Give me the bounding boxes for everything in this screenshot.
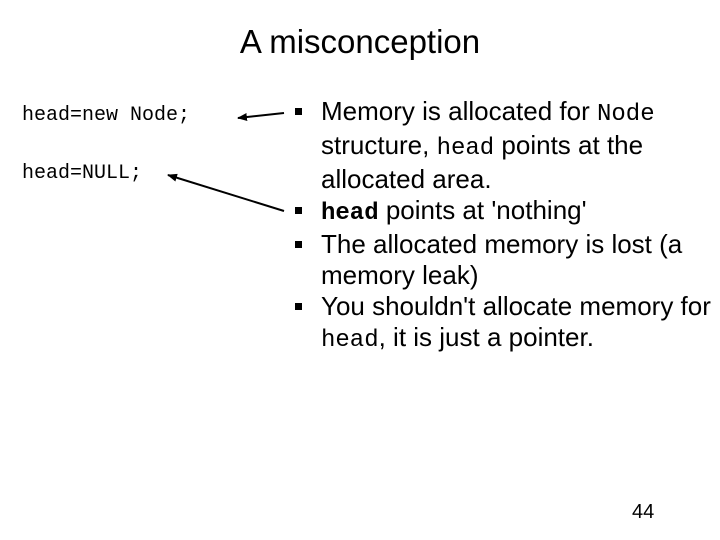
bullet-list: Memory is allocated for Node structure, … [295,96,715,356]
arrow-to-code-line-2 [167,173,285,212]
bullet-text: points at 'nothing' [378,195,587,225]
slide-title: A misconception [239,23,481,60]
bullet-item: head points at 'nothing' [295,195,715,229]
square-bullet-icon [295,241,302,248]
inline-code: head [321,327,379,354]
bullet-text: Memory is allocated for [321,96,597,126]
bullet-text: You shouldn't allocate memory for [321,291,711,321]
arrow-to-code-line-1 [237,112,285,122]
inline-code: head [321,200,379,227]
page-number: 44 [632,501,655,523]
bullet-text: The allocated memory is lost (a memory l… [321,229,683,290]
square-bullet-icon [295,108,302,115]
inline-code: Node [596,101,655,128]
bullet-text: , it is just a pointer. [378,322,594,352]
square-bullet-icon [295,207,302,214]
inline-code: head [436,135,495,162]
bullet-item: You shouldn't allocate memory for head, … [295,291,715,356]
bullet-text: structure, [321,130,437,160]
code-line-null: head=NULL; [22,162,143,185]
code-line-new-node: head=new Node; [22,104,191,127]
bullet-item: The allocated memory is lost (a memory l… [295,229,715,291]
square-bullet-icon [295,303,302,310]
bullet-text: points at the allocated area. [321,130,644,194]
bullet-item: Memory is allocated for Node structure, … [295,96,715,195]
